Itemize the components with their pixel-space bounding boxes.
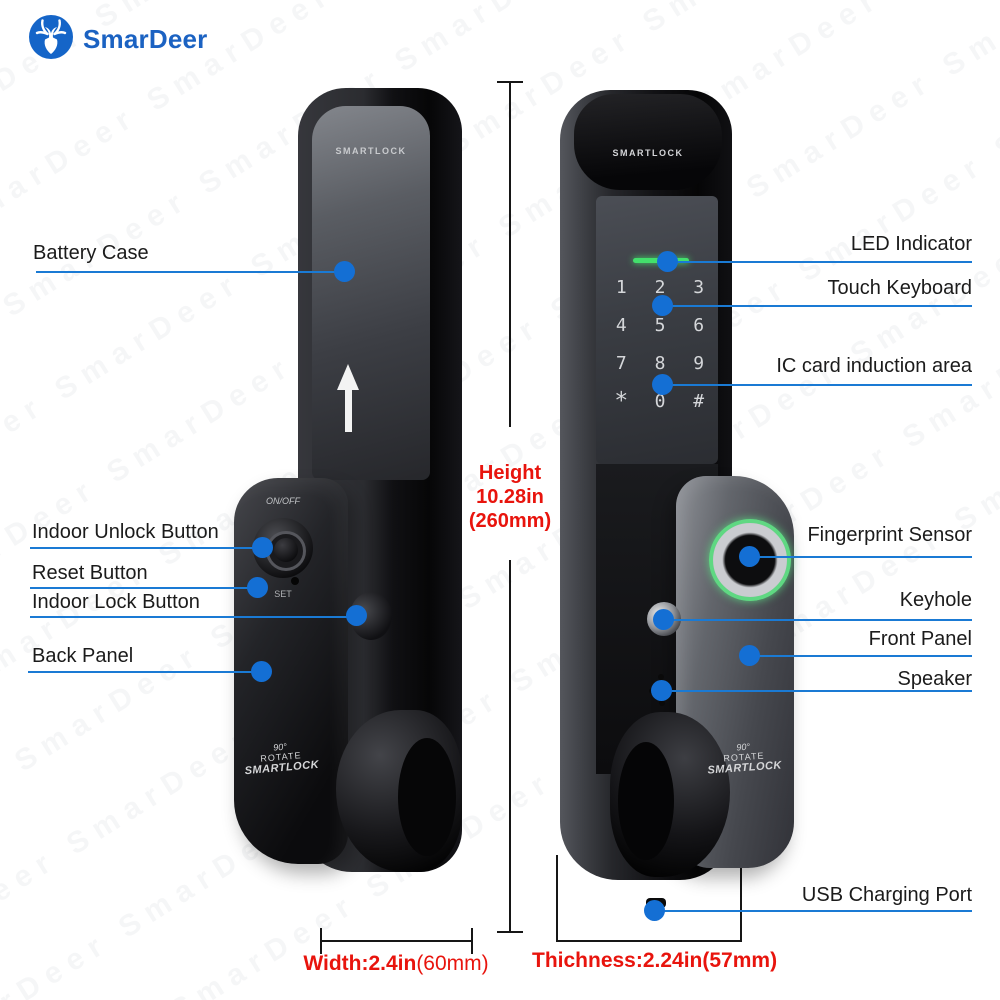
fingerprint-sensor	[709, 519, 791, 601]
callout-dot	[651, 680, 672, 701]
left-handle-opening	[398, 738, 456, 856]
callout-dot	[739, 546, 760, 567]
brand-logo: SmarDeer	[28, 14, 207, 65]
keypad-key: 5	[654, 314, 666, 336]
callout-line	[36, 271, 345, 273]
callout-fingerprint-sensor: Fingerprint Sensor	[807, 524, 972, 546]
keypad-key: 7	[615, 352, 627, 374]
keypad-key: 6	[693, 314, 705, 336]
callout-keyhole: Keyhole	[899, 589, 972, 611]
keypad-key: *	[614, 388, 629, 414]
callout-battery-case: Battery Case	[33, 242, 149, 264]
callout-dot	[653, 609, 674, 630]
callout-ic-card-induction-area: IC card induction area	[776, 355, 972, 377]
callout-line	[750, 655, 972, 657]
up-arrow-icon	[337, 364, 359, 390]
on-off-label: ON/OFF	[266, 496, 300, 506]
keypad-key: 3	[693, 276, 705, 298]
touch-keypad: 1 2 3 4 5 6 7 8 9 * 0 #	[602, 268, 718, 420]
callout-dot	[644, 900, 665, 921]
callout-line	[655, 910, 972, 912]
callout-front-panel: Front Panel	[868, 628, 972, 650]
callout-reset-button: Reset Button	[32, 562, 148, 584]
width-line	[321, 940, 473, 942]
callout-line	[663, 384, 972, 386]
width-dimension: Width:2.4in(60mm)	[303, 952, 489, 975]
callout-dot	[652, 374, 673, 395]
callout-line	[30, 587, 258, 589]
keypad-key: 1	[615, 276, 627, 298]
speaker-hole	[659, 700, 665, 706]
keypad-key: 9	[693, 352, 705, 374]
callout-dot	[334, 261, 355, 282]
thickness-right-leg	[740, 846, 742, 942]
callout-dot	[251, 661, 272, 682]
right-lock-head	[574, 94, 722, 190]
callout-line	[668, 261, 972, 263]
touch-keyboard-panel	[596, 196, 718, 464]
callout-dot	[739, 645, 760, 666]
height-dimension: Height 10.28in (260mm)	[468, 462, 552, 532]
callout-line	[30, 616, 357, 618]
callout-led-indicator: LED Indicator	[850, 233, 972, 255]
callout-line	[663, 305, 972, 307]
left-device-brand-label: SMARTLOCK	[335, 146, 407, 156]
up-arrow-shaft	[345, 388, 352, 432]
callout-dot	[252, 537, 273, 558]
thickness-dimension: Thichness:2.24in(57mm)	[532, 949, 778, 972]
set-label: SET	[274, 589, 292, 599]
height-bottom-cap	[497, 931, 523, 933]
deer-icon	[28, 14, 74, 65]
callout-dot	[657, 251, 678, 272]
thickness-left-leg	[556, 855, 558, 942]
height-line-upper	[509, 82, 511, 427]
right-rotate-marking: 90° ROTATE SMARTLOCK	[707, 741, 783, 777]
callout-line	[664, 619, 972, 621]
callout-line	[662, 690, 972, 692]
callout-usb-charging-port: USB Charging Port	[801, 884, 972, 906]
callout-indoor-lock-button: Indoor Lock Button	[32, 591, 200, 613]
callout-touch-keyboard: Touch Keyboard	[827, 277, 972, 299]
right-device-brand-label: SMARTLOCK	[612, 148, 684, 158]
callout-dot	[652, 295, 673, 316]
brand-name: SmarDeer	[83, 24, 208, 54]
keypad-key: 4	[615, 314, 627, 336]
keypad-key: 2	[654, 276, 666, 298]
callout-dot	[247, 577, 268, 598]
width-right-tick	[471, 928, 473, 954]
right-handle-opening	[618, 742, 674, 860]
speaker-hole	[658, 674, 664, 680]
callout-line	[750, 556, 972, 558]
callout-line	[28, 671, 262, 673]
keypad-key: 0	[654, 390, 666, 412]
callout-speaker: Speaker	[897, 668, 973, 690]
callout-back-panel: Back Panel	[32, 645, 134, 667]
callout-indoor-unlock-button: Indoor Unlock Button	[32, 521, 219, 543]
thickness-line	[556, 940, 742, 942]
height-line-lower	[509, 560, 511, 933]
callout-line	[30, 547, 263, 549]
indoor-unlock-button-knob	[274, 538, 298, 562]
reset-button	[291, 577, 299, 585]
battery-case-cover	[312, 106, 430, 480]
callout-dot	[346, 605, 367, 626]
keypad-key: #	[693, 390, 705, 412]
keypad-key: 8	[654, 352, 666, 374]
